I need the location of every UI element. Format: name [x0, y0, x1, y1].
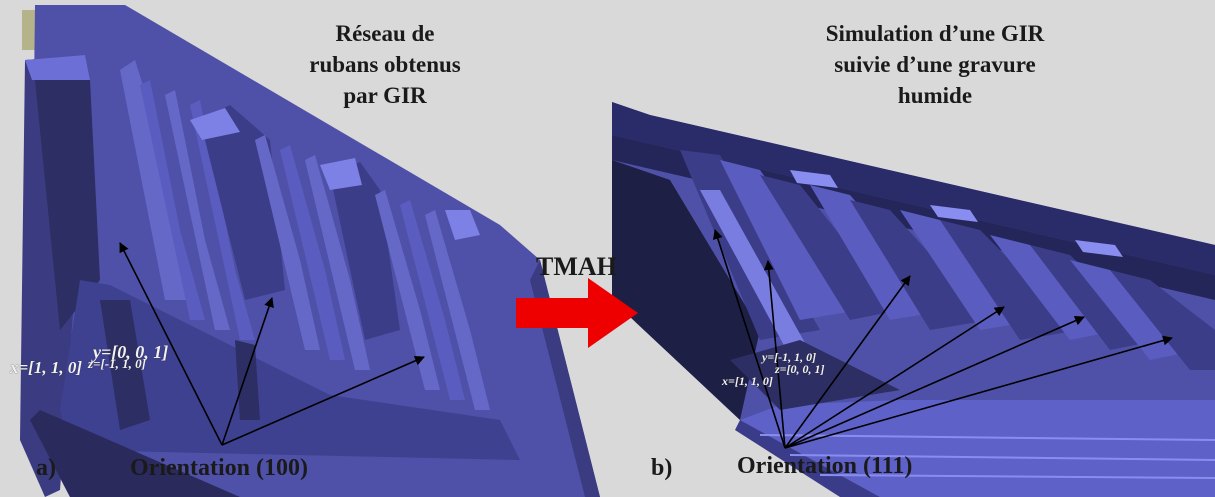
panel-b-axis-z: z=[0, 0, 1] — [775, 362, 825, 376]
panel-a-arrow-3 — [221, 356, 425, 446]
panel-b-arrow-3 — [784, 275, 911, 449]
panel-b-arrow-2 — [763, 260, 786, 449]
panel-a-axis-z: z=[-1, 1, 0] — [88, 356, 146, 371]
panel-a-title-line-1: Réseau de — [335, 21, 435, 46]
panel-a-structure — [20, 5, 600, 497]
panel-a-arrows — [119, 242, 425, 446]
panel-a-orientation: Orientation (100) — [130, 455, 308, 481]
panel-b-title-line-1: Simulation d’une GIR — [825, 21, 1045, 46]
panel-b-arrows — [712, 229, 1173, 449]
panel-b-axis-y: y=[-1, 1, 0] — [762, 350, 817, 364]
panel-a-arrow-2 — [221, 297, 274, 446]
panel-a-title-line-2: rubans obtenus — [309, 52, 461, 77]
panel-a-title: Réseau de rubans obtenus par GIR — [290, 18, 480, 111]
panel-a-letter: a) — [36, 455, 56, 481]
panel-b-structure — [612, 102, 1215, 497]
panel-b-arrow-4 — [784, 306, 1005, 449]
panel-b-title: Simulation d’une GIR suivie d’une gravur… — [805, 18, 1065, 111]
panel-b-orientation: Orientation (111) — [737, 453, 913, 479]
panel-b-title-line-2: suivie d’une gravure — [834, 52, 1036, 77]
panel-b-arrow-5 — [784, 316, 1085, 449]
panel-b-title-line-3: humide — [897, 83, 973, 108]
panel-a-axis-x: x=[1, 1, 0] — [10, 358, 83, 377]
panel-a-title-line-3: par GIR — [343, 83, 427, 108]
panel-b-arrow-1 — [712, 229, 786, 449]
panel-a-axis-y: y=[0, 0, 1] — [93, 342, 169, 362]
panel-b-letter: b) — [651, 455, 673, 481]
panel-b-arrow-6 — [784, 335, 1173, 449]
panel-b-axis-x: x=[1, 1, 0] — [722, 374, 773, 388]
tmah-arrow — [516, 278, 638, 348]
tmah-label: TMAH — [536, 252, 617, 281]
panel-a-arrow-1 — [119, 242, 223, 446]
